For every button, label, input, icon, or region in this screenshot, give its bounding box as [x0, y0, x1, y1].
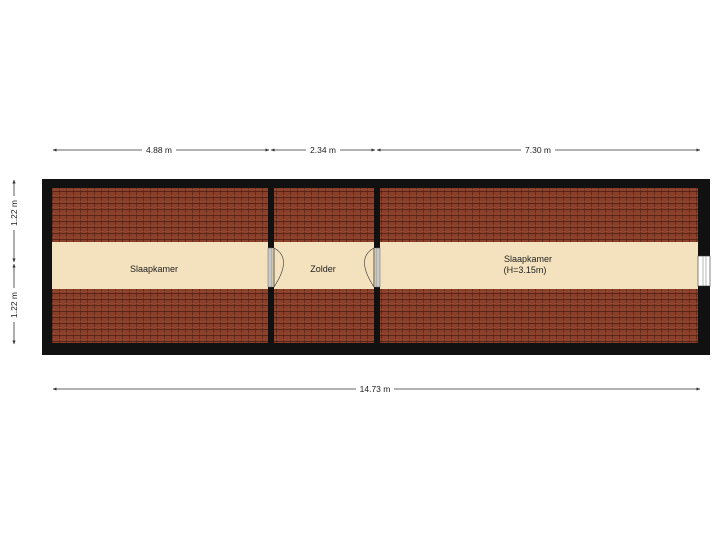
room-label-3-height: (H=3.15m) — [504, 265, 547, 275]
room-label-1: Slaapkamer — [130, 264, 178, 274]
door-1 — [267, 247, 284, 288]
dimension-label-top-3: 7.30 m — [525, 145, 551, 155]
left-dimensions: 1.22 m 1.22 m — [8, 179, 20, 345]
room-label-3: Slaapkamer — [504, 254, 552, 264]
dimension-label-bottom: 14.73 m — [360, 384, 391, 394]
dimension-label-left-2: 1.22 m — [9, 292, 19, 318]
window-right — [697, 255, 711, 287]
dimension-label-top-1: 4.88 m — [146, 145, 172, 155]
room-label-2: Zolder — [310, 264, 336, 274]
bottom-dimension: 14.73 m — [52, 383, 701, 395]
dimension-label-top-2: 2.34 m — [310, 145, 336, 155]
door-2 — [364, 247, 381, 288]
floor-room-2 — [274, 242, 374, 289]
floor-room-3 — [380, 242, 698, 289]
floor-room-1 — [52, 242, 268, 289]
top-dimensions: 4.88 m 2.34 m 7.30 m — [52, 144, 701, 156]
dimension-label-left-1: 1.22 m — [9, 200, 19, 226]
